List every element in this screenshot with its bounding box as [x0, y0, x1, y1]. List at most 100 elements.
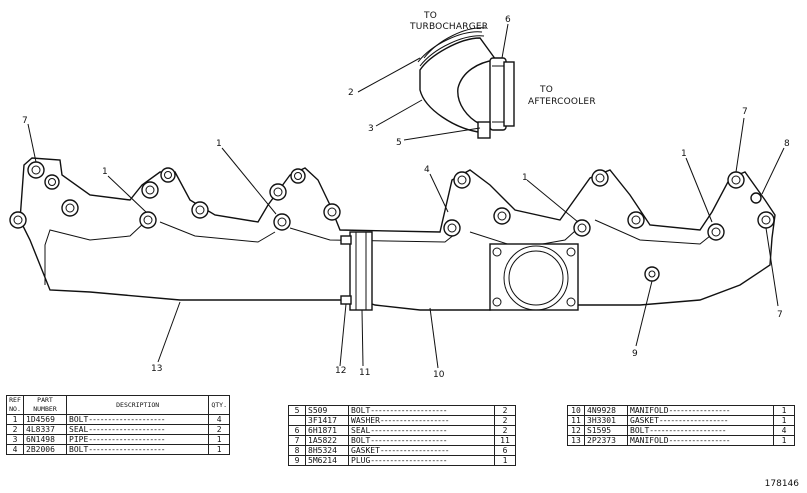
qty-cell: 6 — [494, 445, 516, 456]
qty-cell: 11 — [494, 435, 516, 446]
leader-dashes: ------------------ — [379, 416, 450, 425]
part-number-cell: S509 — [305, 405, 349, 416]
part-number-cell: 2B2006 — [23, 444, 67, 455]
description-text: MANIFOLD — [630, 406, 669, 415]
part-number-cell: 4L8337 — [23, 424, 67, 435]
description-cell: SEAL-------------------- — [348, 425, 495, 436]
leader-dashes: ------------------ — [379, 446, 450, 455]
description-cell: BOLT-------------------- — [65, 414, 210, 425]
description-cell: GASKET------------------ — [627, 415, 774, 426]
ref-no-cell: 8 — [288, 445, 306, 456]
to-aftercooler-label-2: AFTERCOOLER — [528, 97, 596, 107]
qty-cell: 1 — [773, 415, 795, 426]
ref-6: 6 — [505, 15, 511, 25]
to-turbocharger-label: TO — [423, 11, 437, 21]
ref-11: 11 — [359, 368, 370, 378]
leader-dashes: -------------------- — [88, 415, 165, 424]
figure-number: 178146 — [764, 479, 799, 489]
leader-lines — [27, 23, 785, 369]
ref-4: 4 — [424, 165, 430, 175]
description-cell: MANIFOLD---------------- — [627, 405, 774, 416]
description-text: WASHER — [351, 416, 380, 425]
description-cell: BOLT-------------------- — [65, 444, 210, 455]
description-text: BOLT — [69, 415, 89, 424]
ref-7a: 7 — [22, 116, 28, 126]
leader-dashes: ---------------- — [668, 406, 731, 415]
part-number-cell: 4N9928 — [584, 405, 628, 416]
description-cell: WASHER------------------ — [348, 415, 495, 426]
ref-7c: 7 — [777, 310, 783, 320]
ref-no-cell: 9 — [288, 455, 306, 466]
ref-no-cell: 11 — [567, 415, 585, 426]
qty-cell: 1 — [773, 405, 795, 416]
ref-1b: 1 — [216, 139, 222, 149]
qty-cell: 1 — [208, 444, 230, 455]
description-cell: PIPE-------------------- — [65, 434, 210, 445]
manifold-body — [9, 157, 776, 311]
qty-cell: 2 — [494, 405, 516, 416]
ref-no-cell: 7 — [288, 435, 306, 446]
leader-dashes: ---------------- — [668, 436, 731, 445]
description-cell: BOLT-------------------- — [348, 435, 495, 446]
part-number-cell: S1595 — [584, 425, 628, 436]
part-number-cell: 6H1871 — [305, 425, 349, 436]
part-number-cell: 6N1498 — [23, 434, 67, 445]
ref-1c: 1 — [522, 173, 528, 183]
ref-no-cell: 4 — [6, 444, 24, 455]
ref-8: 8 — [784, 139, 790, 149]
ref-1a: 1 — [102, 167, 108, 177]
ref-no-cell: 6 — [288, 425, 306, 436]
description-cell: BOLT-------------------- — [348, 405, 495, 416]
leader-dashes: -------------------- — [649, 426, 726, 435]
ref-no-cell: 10 — [567, 405, 585, 416]
description-text: BOLT — [630, 426, 650, 435]
part-number-cell: 5M6214 — [305, 455, 349, 466]
leader-dashes: -------------------- — [88, 445, 165, 454]
ref-12: 12 — [335, 366, 346, 376]
description-cell: PLUG-------------------- — [348, 455, 495, 466]
qty-cell: 1 — [494, 455, 516, 466]
description-text: PLUG — [351, 456, 371, 465]
ref-10: 10 — [433, 370, 445, 380]
description-text: MANIFOLD — [630, 436, 669, 445]
description-text: PIPE — [69, 435, 89, 444]
connection-joint — [340, 231, 373, 311]
ref-no-cell: 13 — [567, 435, 585, 446]
to-aftercooler-label: TO — [539, 85, 553, 95]
ref-9: 9 — [632, 349, 638, 359]
leader-dashes: -------------------- — [370, 436, 447, 445]
ref-no-cell — [288, 415, 306, 426]
leader-dashes: -------------------- — [88, 435, 165, 444]
qty-cell: 4 — [208, 414, 230, 425]
ref-no-cell: 2 — [6, 424, 24, 435]
qty-header: QTY. — [208, 395, 230, 415]
qty-cell: 2 — [494, 415, 516, 426]
description-cell: BOLT-------------------- — [627, 425, 774, 436]
ref-13: 13 — [151, 364, 162, 374]
outlet-flange — [489, 243, 579, 311]
leader-dashes: -------------------- — [370, 456, 447, 465]
description-cell: MANIFOLD---------------- — [627, 435, 774, 446]
description-text: GASKET — [630, 416, 659, 425]
part-number-cell: 1D4569 — [23, 414, 67, 425]
leader-dashes: -------------------- — [88, 425, 165, 434]
ref-no-cell: 3 — [6, 434, 24, 445]
leader-dashes: -------------------- — [370, 426, 447, 435]
